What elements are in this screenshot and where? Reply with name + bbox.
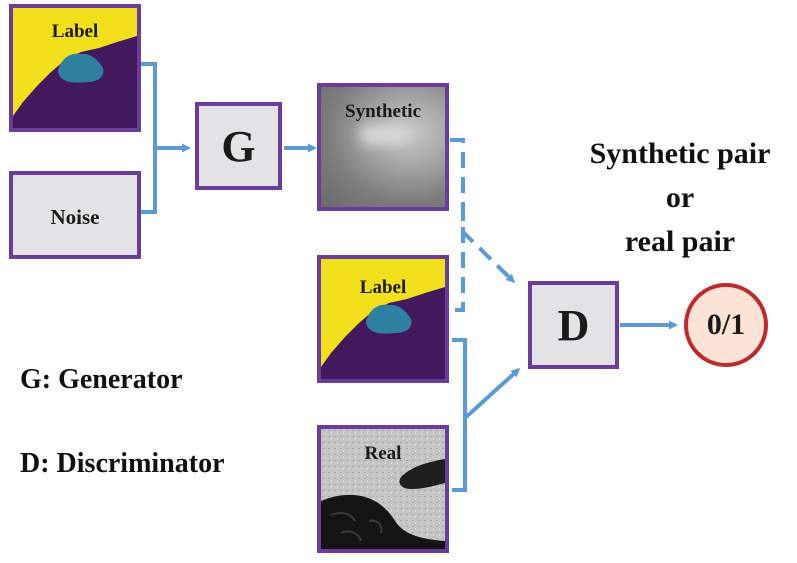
pair-annotation-line1: Synthetic pair xyxy=(589,137,771,170)
synthetic-image-box: Synthetic xyxy=(317,83,449,211)
pair-annotation-line2: or xyxy=(665,181,695,214)
noise-box: Noise xyxy=(9,171,141,259)
synthetic-bright-patch xyxy=(359,125,409,145)
label-to-g-line xyxy=(140,62,157,214)
generator-box: G xyxy=(195,102,282,190)
synthetic-text: Synthetic xyxy=(345,101,421,122)
real-text: Real xyxy=(364,443,402,464)
output-circle: 0/1 xyxy=(684,283,768,367)
synthetic-pair-dashed-path xyxy=(450,138,513,312)
label-bottom-text: Label xyxy=(359,277,407,298)
pair-annotation: Synthetic pair or real pair xyxy=(560,132,797,264)
label-map-image xyxy=(13,8,137,128)
legend-generator: G: Generator xyxy=(20,364,183,395)
pair-annotation-line3: real pair xyxy=(624,225,736,258)
legend-discriminator: D: Discriminator xyxy=(20,448,225,479)
generator-label: G xyxy=(221,122,256,171)
label-top-text: Label xyxy=(51,21,99,42)
label-map-image xyxy=(321,259,445,379)
real-image-box: Real xyxy=(317,425,449,553)
output-text: 0/1 xyxy=(706,308,746,341)
discriminator-box: D xyxy=(528,281,619,369)
discriminator-label: D xyxy=(557,301,590,350)
noise-text: Noise xyxy=(50,205,100,229)
real-pair-path xyxy=(452,338,518,492)
label-map-top: Label xyxy=(9,4,141,132)
real-ct-image xyxy=(321,429,445,549)
label-map-bottom: Label xyxy=(317,255,449,383)
